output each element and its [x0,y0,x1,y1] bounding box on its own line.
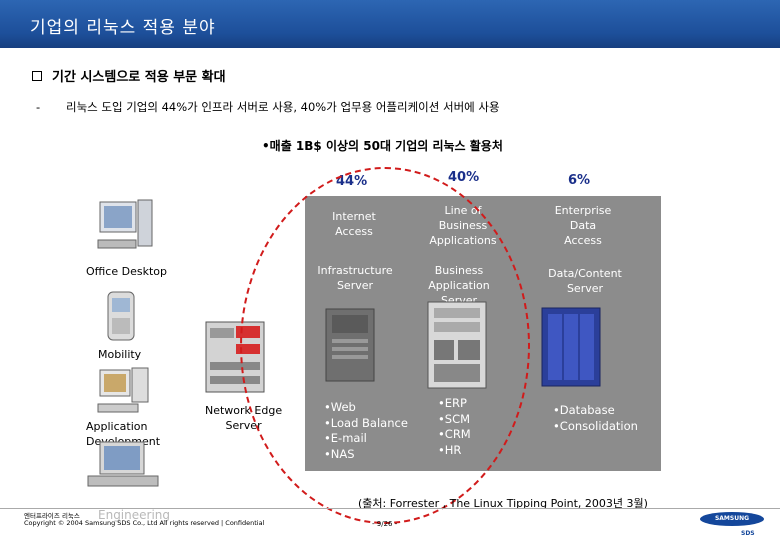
source-citation: (출처: Forrester , The Linux Tipping Point… [358,497,648,510]
desktop-computer-icon [97,199,153,249]
footer-brand: 엔터프라이즈 리눅스 [24,512,80,520]
subline-dash: - [36,100,41,114]
title-bar: 기업의 리눅스 적용 분야 [0,0,780,48]
pct-business: 40% [448,170,480,185]
laptop-icon [87,441,159,487]
chart-caption: •매출 1B$ 이상의 50대 기업의 리눅스 활용처 [262,139,503,153]
footer-copyright: Copyright © 2004 Samsung SDS Co., Ltd Al… [24,519,265,527]
subline-text: 리눅스 도입 기업의 44%가 인프라 서버로 사용, 40%가 업무용 어플리… [66,100,500,114]
page-title: 기업의 리눅스 적용 분야 [30,18,216,38]
label-data-content-server: Data/Content Server [548,267,622,295]
pct-data: 6% [568,173,591,188]
label-office-desktop: Office Desktop [86,265,167,278]
section-heading-text: 기간 시스템으로 적용 부문 확대 [52,70,226,85]
footer-divider [0,508,780,509]
label-mobility: Mobility [98,348,142,361]
samsung-logo-sub: SDS [741,530,755,537]
highlight-ellipse [240,167,530,524]
bullets-data: •Database •Consolidation [553,403,638,433]
mobile-phone-icon [107,291,135,341]
subline: - 리눅스 도입 기업의 44%가 인프라 서버로 사용, 40%가 업무용 어플… [36,99,500,115]
checkbox-icon [32,70,42,81]
workstation-icon [97,367,149,413]
mainframe-server-icon [541,307,601,387]
label-enterprise-data: Enterprise Data Access [554,204,612,247]
footer-engineering: Engineering [98,508,170,522]
samsung-logo: SAMSUNG [700,512,764,526]
page-number: - 9/26 - [372,520,398,528]
section-heading: 기간 시스템으로 적용 부문 확대 [32,66,226,85]
